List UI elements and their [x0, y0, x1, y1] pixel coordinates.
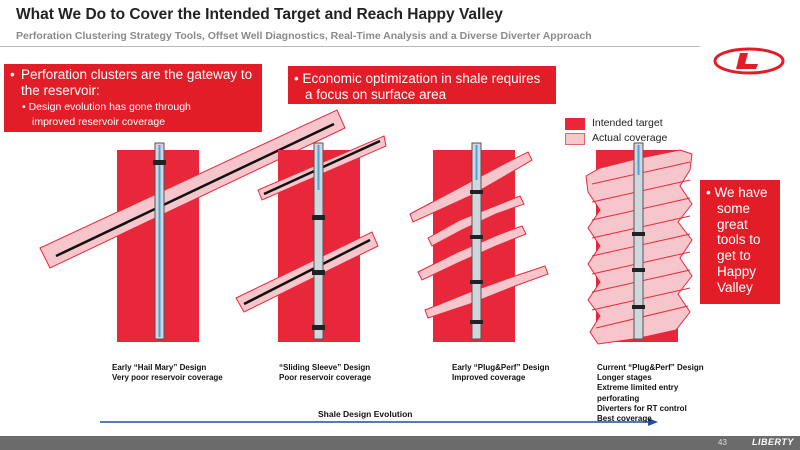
caption-early-plug-perf: Early “Plug&Perf” Design Improved covera… — [452, 363, 550, 383]
evolution-label: Shale Design Evolution — [318, 409, 413, 419]
legend-label-actual: Actual coverage — [592, 132, 668, 144]
wellbore-3 — [471, 142, 482, 340]
bullet-glyph: • — [10, 67, 15, 82]
panel-current-plug-perf — [585, 142, 693, 345]
legend-swatch-intended — [565, 118, 585, 130]
callout-right-line3: tools to — [717, 232, 761, 248]
callout-great-tools: • We have some great tools to get to Hap… — [700, 180, 780, 304]
wellbore-2 — [313, 142, 324, 340]
page-title: What We Do to Cover the Intended Target … — [16, 6, 503, 23]
callout-main-line1: Perforation clusters are the gateway to — [21, 67, 253, 82]
callout-middle-line2: a focus on surface area — [305, 87, 447, 102]
caption-current-plug-perf: Current “Plug&Perf” Design Longer stages… — [597, 363, 704, 424]
fracture-line-1 — [55, 122, 335, 258]
legend-swatch-actual — [565, 133, 585, 145]
panel-early-plug-perf — [409, 142, 549, 342]
callout-sub-line1: Design evolution has gone through — [28, 101, 191, 113]
header-divider — [0, 46, 700, 47]
legend-label-intended: Intended target — [592, 117, 663, 129]
callout-sub-line2: improved reservoir coverage — [32, 116, 166, 128]
caption-hail-mary: Early “Hail Mary” Design Very poor reser… — [112, 363, 223, 383]
callout-right-line0: We have — [714, 185, 768, 200]
callout-right-line1: some — [717, 200, 751, 216]
arrow-head-icon — [648, 418, 658, 426]
liberty-logo-icon — [713, 47, 785, 75]
wellbore-4 — [633, 142, 644, 340]
callout-right-line4: get to — [717, 248, 751, 264]
callout-middle-line1: Economic optimization in shale requires — [302, 71, 541, 86]
callout-right-line2: great — [717, 216, 748, 232]
callout-perforation-clusters: • Perforation clusters are the gateway to… — [4, 64, 262, 132]
panel-sliding-sleeve — [235, 135, 387, 342]
callout-main-line2: the reservoir: — [21, 83, 100, 98]
page-subtitle: Perforation Clustering Strategy Tools, O… — [16, 30, 592, 42]
coverage-fracture-3d — [424, 265, 549, 319]
callout-economic-optimization: • Economic optimization in shale require… — [288, 66, 556, 104]
footer-brand: LIBERTY — [752, 437, 794, 447]
panel-hail-mary — [39, 109, 346, 342]
callout-right-line5: Happy — [717, 263, 757, 279]
callout-right-line6: Valley — [717, 279, 753, 295]
footer-bar — [0, 436, 800, 450]
page-number: 43 — [718, 438, 727, 447]
caption-sliding-sleeve: “Sliding Sleeve” Design Poor reservoir c… — [279, 363, 372, 383]
